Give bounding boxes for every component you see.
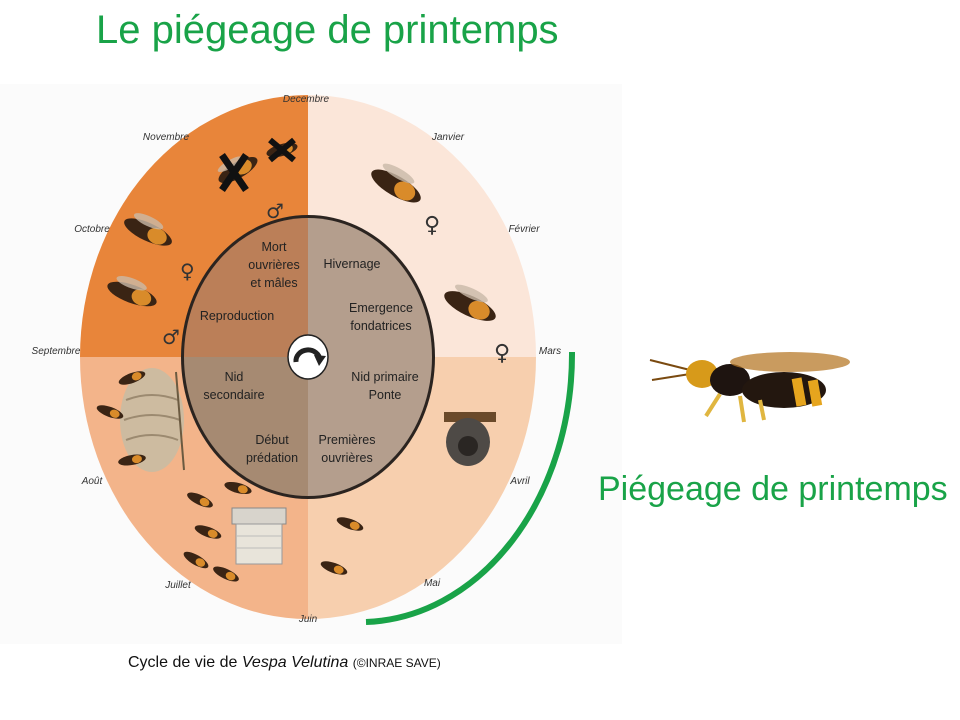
phase-premieres-ouvrieres-line2: ouvrières	[321, 451, 372, 465]
month-label-octobre: Octobre	[74, 224, 110, 235]
phase-debut-predation-line1: Début	[255, 433, 289, 447]
hornet-icon	[213, 566, 239, 582]
primary-nest-icon	[444, 412, 496, 466]
phase-hivernage: Hivernage	[324, 257, 381, 271]
phase-emergence-line1: Emergence	[349, 301, 413, 315]
month-label-decembre: Decembre	[283, 94, 330, 105]
hornet-icon	[224, 481, 252, 495]
hornet-queen-icon	[371, 163, 421, 203]
hornet-icon	[118, 371, 146, 385]
phase-premieres-ouvrieres-line1: Premières	[319, 433, 376, 447]
hornet-icon	[183, 551, 209, 569]
hornet-icon	[124, 213, 172, 246]
month-label-septembre: Septembre	[32, 346, 81, 357]
caption-prefix: Cycle de vie de	[128, 654, 242, 671]
phase-emergence-line2: fondatrices	[350, 319, 411, 333]
cycle-arrow-icon	[293, 347, 326, 366]
female-symbol-icon: ♀	[494, 341, 510, 366]
female-symbol-icon: ♀	[424, 213, 440, 238]
beehive-icon	[231, 507, 287, 565]
hornet-icon	[107, 276, 157, 307]
month-label-mai: Mai	[424, 578, 441, 589]
month-label-juillet: Juillet	[164, 580, 192, 591]
female-symbol-icon: ♀	[180, 259, 195, 283]
center-circle	[287, 334, 329, 380]
month-label-novembre: Novembre	[143, 132, 190, 143]
phase-nid-primaire-line1: Nid primaire	[351, 370, 418, 384]
hornet-icon	[187, 492, 213, 508]
male-symbol-icon: ♂	[266, 199, 284, 223]
phase-mort-line1: Mort	[262, 240, 288, 254]
spring-trapping-arc	[365, 351, 576, 625]
dead-male-cross-icon	[219, 153, 249, 192]
spring-trapping-label: Piégeage de printemps	[598, 470, 948, 508]
month-label-aout: Août	[81, 476, 104, 487]
month-label-janvier: Janvier	[431, 132, 465, 143]
phase-nid-secondaire-line1: Nid	[225, 370, 244, 384]
month-label-juin: Juin	[298, 614, 318, 625]
month-label-avril: Avril	[509, 476, 530, 487]
phase-mort-line3: et mâles	[250, 276, 297, 290]
phase-nid-primaire-line2: Ponte	[369, 388, 402, 402]
month-label-fevrier: Février	[508, 224, 540, 235]
caption-credit: (©INRAE SAVE)	[352, 656, 441, 670]
month-label-mars: Mars	[539, 346, 561, 357]
phase-reproduction: Reproduction	[200, 309, 274, 323]
phase-debut-predation-line2: prédation	[246, 451, 298, 465]
dead-worker-cross-icon	[268, 137, 296, 163]
hornet-photo	[649, 352, 850, 423]
hornet-icon	[96, 405, 124, 419]
hornet-icon	[194, 525, 222, 539]
hornet-icon	[320, 561, 348, 575]
caption-species: Vespa Velutina	[241, 654, 349, 671]
hornet-icon	[336, 517, 364, 531]
page-title: Le piégeage de printemps	[96, 8, 559, 52]
inner-ring	[184, 218, 432, 496]
hornet-queen-icon	[444, 284, 496, 321]
secondary-nest-icon	[120, 368, 185, 472]
figure-caption: Cycle de vie de Vespa Velutina (©INRAE S…	[128, 654, 441, 672]
male-symbol-icon: ♂	[162, 325, 180, 349]
phase-mort-line2: ouvrières	[248, 258, 299, 272]
phase-nid-secondaire-line2: secondaire	[203, 388, 264, 402]
hornet-icon	[118, 454, 146, 466]
